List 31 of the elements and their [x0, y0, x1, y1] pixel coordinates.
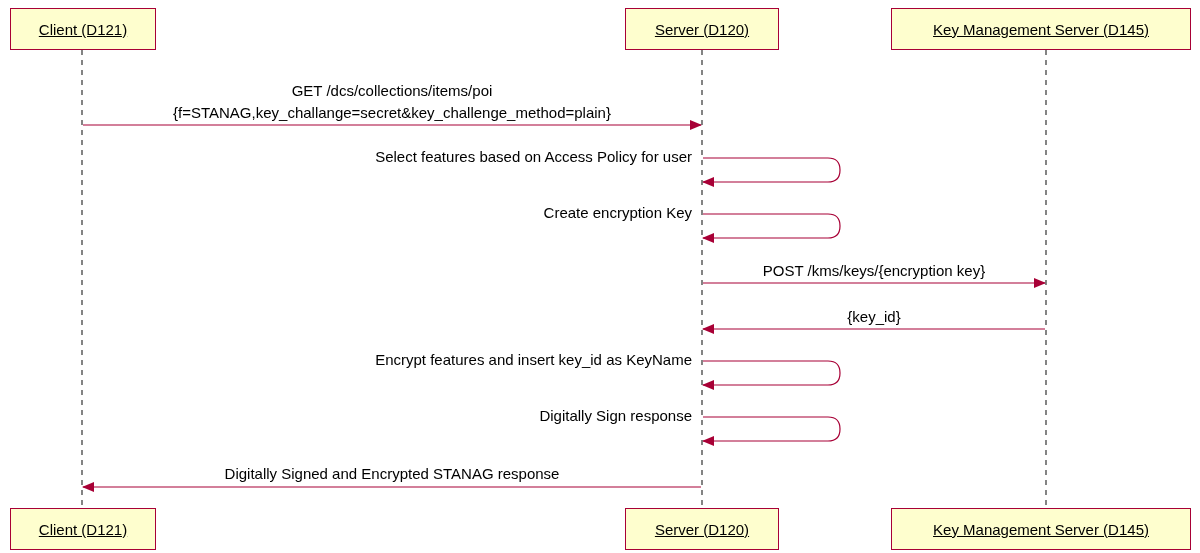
message-arrow — [702, 416, 841, 446]
message-arrow — [702, 157, 841, 187]
participant-box — [10, 508, 156, 550]
participant-name: Server (D120) — [654, 520, 750, 538]
participant-box — [891, 8, 1191, 50]
message-arrow — [82, 482, 702, 492]
message-arrow — [702, 213, 841, 243]
message-label: {key_id} — [846, 307, 902, 327]
message-arrow — [702, 324, 1046, 334]
participant-name: Client (D121) — [38, 20, 128, 38]
message-label: Create encryption Key — [543, 203, 692, 223]
participant-box — [625, 8, 779, 50]
message-label: Digitally Sign response — [539, 406, 692, 426]
participant-box — [10, 8, 156, 50]
message-label: Select features based on Access Policy for user — [375, 147, 692, 167]
lifeline — [81, 50, 83, 508]
participant-box — [891, 508, 1191, 550]
message-label: Encrypt features and insert key_id as KeyName — [375, 350, 692, 370]
participant-name: Key Management Server (D145) — [933, 20, 1149, 38]
participant-name: Key Management Server (D145) — [933, 520, 1149, 538]
message-label: GET /dcs/collections/items/poi {f=STANAG,key_challange=secret&key_challenge_method=plain} — [172, 81, 612, 123]
lifeline — [1045, 50, 1047, 508]
lifeline — [701, 50, 703, 508]
participant-box — [625, 508, 779, 550]
message-arrow — [702, 360, 841, 390]
participant-name: Client (D121) — [38, 520, 128, 538]
message-arrow — [82, 120, 702, 130]
message-label: Digitally Signed and Encrypted STANAG response — [223, 464, 561, 484]
participant-name: Server (D120) — [654, 20, 750, 38]
message-arrow — [702, 278, 1046, 288]
message-label: POST /kms/keys/{encryption key} — [761, 261, 987, 281]
